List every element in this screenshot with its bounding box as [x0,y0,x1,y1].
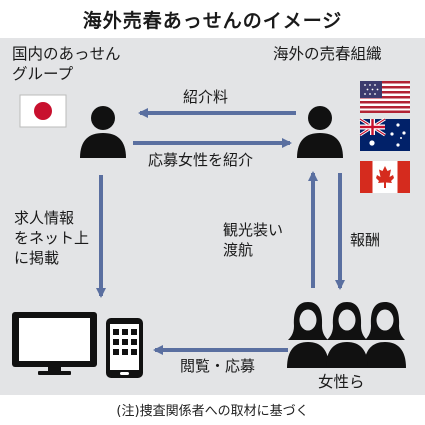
foreign-org-label: 海外の売春組織 [273,45,382,63]
edge-label-recruit-line2: をネット上 [14,229,90,247]
edge-label-reward: 報酬 [350,231,381,249]
domestic-group-label-line1: 国内のあっせん [12,45,121,63]
australia-flag [359,117,410,151]
edge-label-browse-apply: 閲覧・応募 [180,357,256,375]
women-group-icon [287,302,406,368]
edge-label-recruit-line1: 求人情報 [14,209,75,227]
monitor-icon [12,312,97,375]
page-title: 海外売春あっせんのイメージ [82,10,343,32]
smartphone-icon [106,318,143,378]
edge-label-travel-line2: 渡航 [223,241,254,259]
domestic-group-person-icon [80,106,126,158]
edge-label-fee: 紹介料 [183,88,229,106]
usa-flag [360,81,410,113]
edge-label-introduce-women: 応募女性を紹介 [148,151,254,169]
women-label: 女性ら [318,373,365,391]
foreign-org-person-icon [297,106,343,158]
edge-label-recruit-line3: に掲載 [14,249,60,267]
canada-flag [360,161,410,193]
domestic-group-label-line2: グループ [12,65,74,83]
footnote: (注)捜査関係者への取材に基づく [116,404,309,419]
japan-flag [19,94,67,128]
edge-label-travel-line1: 観光装い [223,221,284,239]
